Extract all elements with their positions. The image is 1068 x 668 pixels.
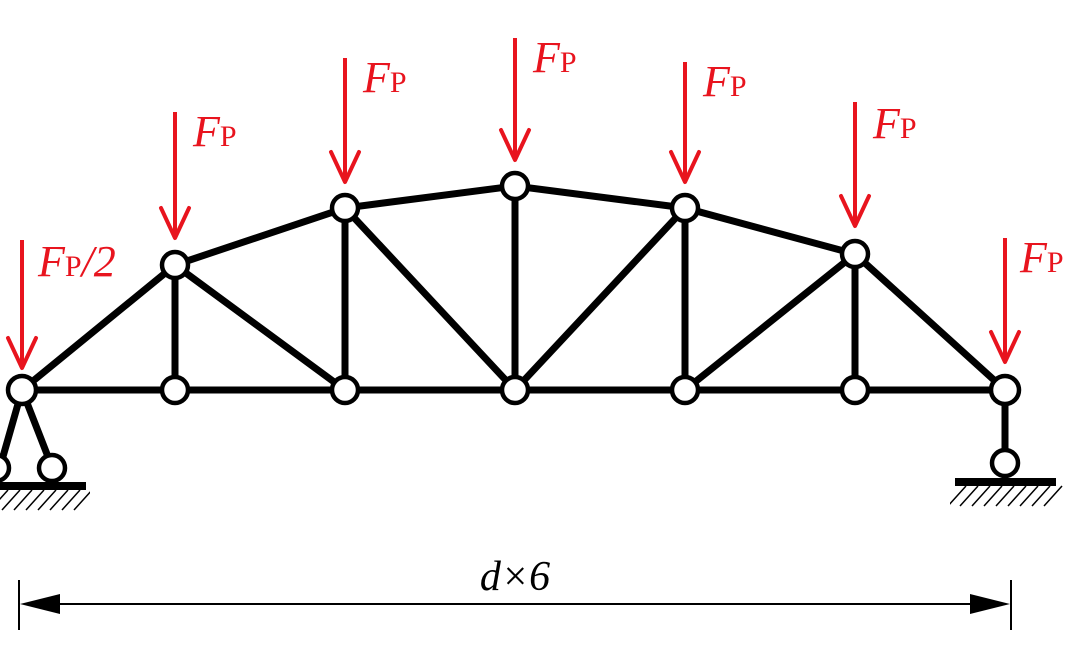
joint-top-5 — [839, 238, 871, 270]
joint-top-4 — [669, 192, 701, 224]
dimension-label: d×6 — [480, 554, 550, 600]
load-arrow-5 — [839, 102, 871, 228]
load-label-3: FP — [532, 33, 577, 82]
load-arrow-0 — [6, 240, 38, 370]
left-support-roller-a — [0, 453, 12, 483]
load-arrow-3 — [499, 38, 531, 162]
diagonal-member-3 — [511, 204, 689, 394]
diagonal-member-4 — [681, 250, 859, 394]
joint-top-2 — [329, 192, 361, 224]
load-label-2: FP — [362, 53, 407, 102]
diagonal-member-1 — [171, 261, 349, 394]
load-label-5: FP — [872, 99, 917, 148]
load-labels: FP/2 FP FP FP FP FP FP — [37, 33, 1064, 286]
load-label-4: FP — [702, 57, 747, 106]
dimension-arrow-left — [20, 594, 60, 614]
load-arrow-1 — [159, 112, 191, 240]
dimension-arrow-right — [970, 594, 1010, 614]
load-label-0: FP/2 — [37, 237, 116, 286]
right-support-pin — [989, 447, 1021, 479]
joint-bottom-2 — [329, 374, 361, 406]
joint-bottom-3 — [499, 374, 531, 406]
diagonal-member-2 — [341, 204, 519, 394]
joint-bottom-0 — [5, 373, 39, 407]
joint-bottom-6 — [988, 373, 1022, 407]
truss-joints — [0, 170, 1022, 484]
left-support-roller-b — [36, 452, 68, 484]
joint-bottom-1 — [159, 374, 191, 406]
right-ground-hatch — [950, 485, 1063, 507]
dimension: d×6 — [18, 554, 1012, 630]
load-arrows — [6, 38, 1021, 370]
joint-bottom-5 — [839, 374, 871, 406]
joint-bottom-4 — [669, 374, 701, 406]
joint-top-3 — [499, 170, 531, 202]
joint-top-1 — [159, 249, 191, 281]
left-ground-hatch — [0, 489, 90, 511]
load-arrow-6 — [989, 238, 1021, 364]
load-arrow-4 — [669, 62, 701, 184]
load-label-1: FP — [192, 107, 237, 156]
left-support — [0, 386, 90, 511]
load-label-6: FP — [1019, 233, 1064, 282]
load-arrow-2 — [329, 58, 361, 184]
